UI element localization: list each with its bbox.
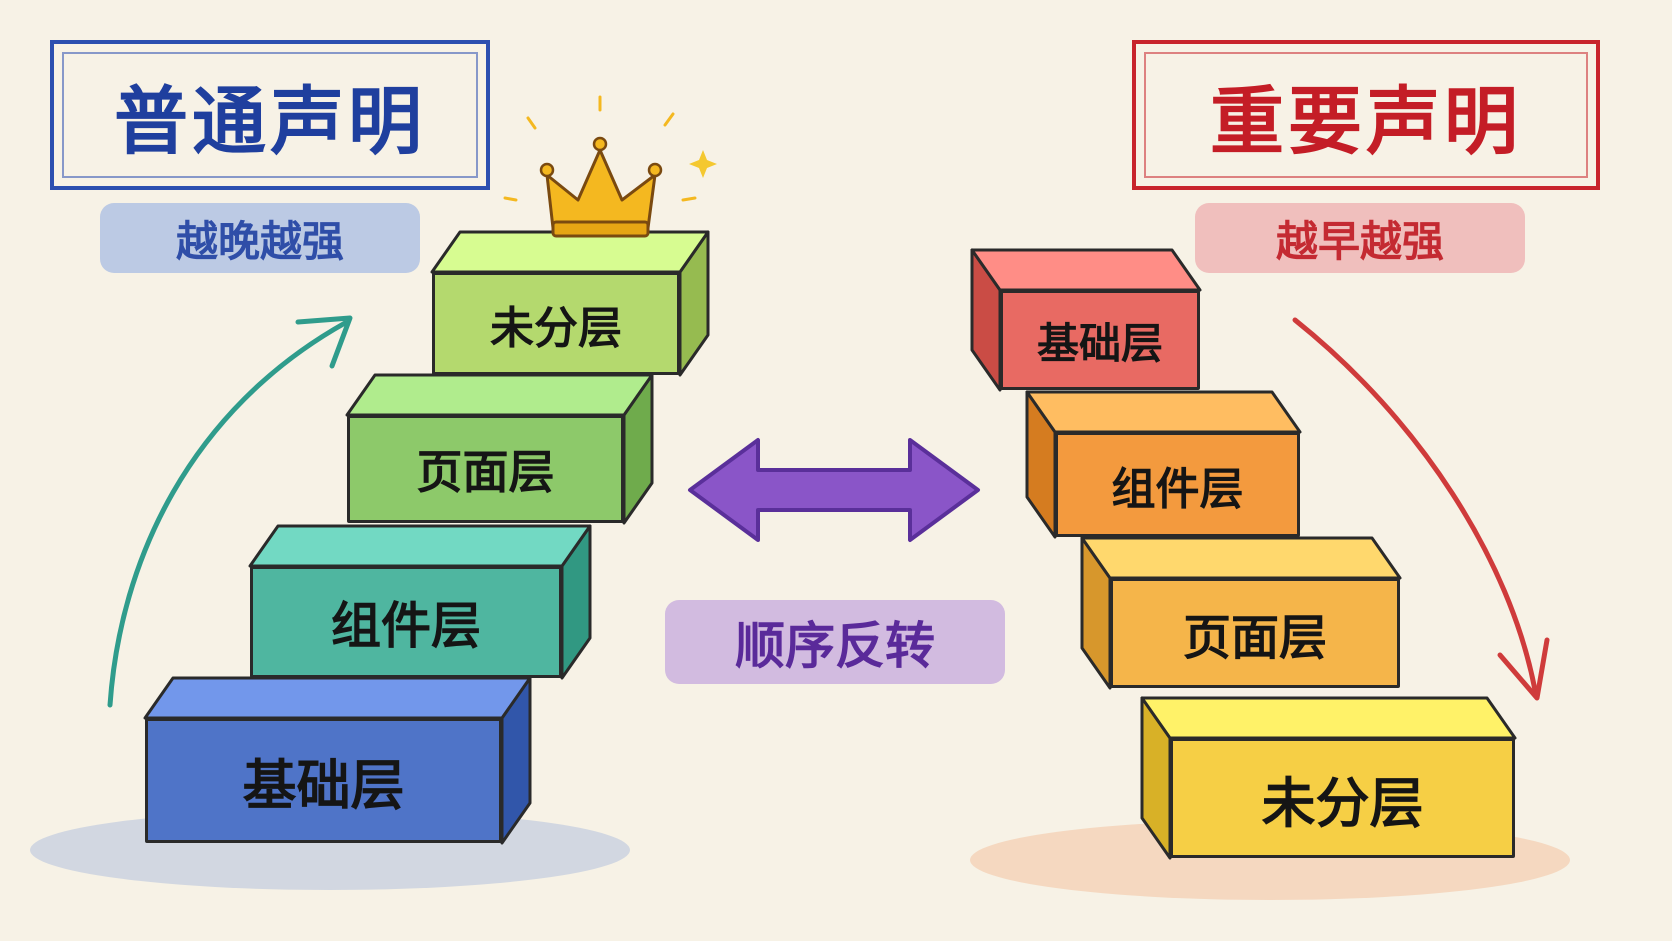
- right-subtitle: 越早越强: [1195, 203, 1525, 273]
- left-title-box: 普通声明: [50, 40, 490, 190]
- left-step-label: 页面层: [416, 445, 555, 499]
- right-step-page: 页面层: [1080, 536, 1402, 690]
- right-title-box: 重要声明: [1132, 40, 1600, 190]
- left-subtitle: 越晚越强: [100, 203, 420, 273]
- left-step-page: 页面层: [345, 373, 654, 525]
- step-3d-faces: [1025, 390, 1302, 539]
- left-step-component: 组件层: [248, 524, 592, 680]
- right-step-label: 未分层: [1261, 771, 1424, 835]
- left-title: 普通声明: [114, 78, 426, 165]
- right-step-base: 基础层: [970, 248, 1202, 392]
- left-step-unlayered: 未分层: [430, 230, 710, 377]
- step-3d-faces: [345, 373, 654, 525]
- left-step-label: 未分层: [490, 302, 622, 354]
- right-title: 重要声明: [1210, 78, 1522, 165]
- right-step-label: 基础层: [1036, 318, 1163, 368]
- right-step-component: 组件层: [1025, 390, 1302, 539]
- order-reversed-label: 顺序反转: [665, 600, 1005, 684]
- right-step-label: 组件层: [1111, 463, 1244, 515]
- left-step-base: 基础层: [143, 676, 532, 845]
- step-3d-faces: [970, 248, 1202, 392]
- left-step-label: 基础层: [242, 754, 405, 817]
- right-step-label: 页面层: [1182, 610, 1327, 666]
- left-step-label: 组件层: [331, 597, 481, 655]
- right-step-unlayered: 未分层: [1140, 696, 1517, 860]
